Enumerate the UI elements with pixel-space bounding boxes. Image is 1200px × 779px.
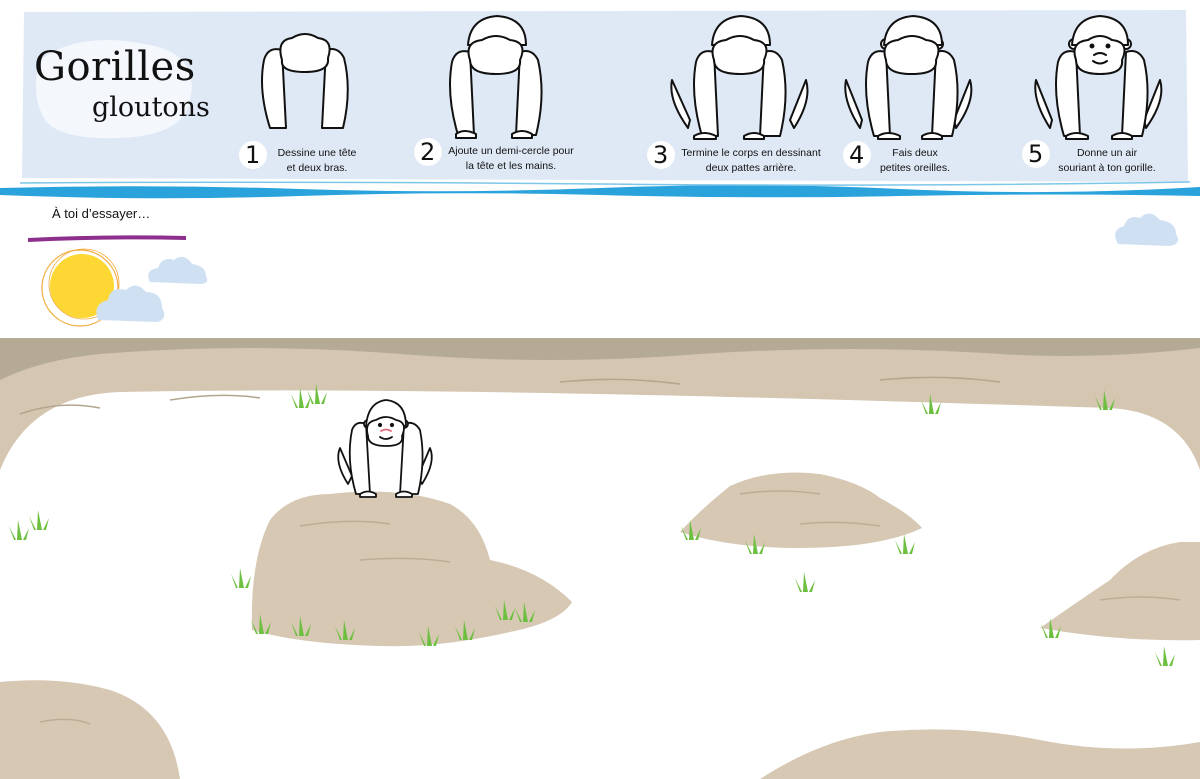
sun-icon [41,248,120,327]
step-1-gorilla-drawing [261,33,349,129]
step-2-text: Ajoute un demi-cercle pour la tête et le… [448,145,574,172]
gorilla-drawing [337,399,433,498]
rock [251,491,572,647]
step-5-gorilla-drawing [1034,15,1163,140]
step-1-text: Dessine une tête et deux bras. [277,147,357,174]
cloud-icon [1115,213,1178,246]
step-5-text: Donne un air souriant à ton gorille. [1058,147,1156,174]
rocks [0,472,1200,779]
step-2-number: 2 [420,138,436,166]
cloud-icon [148,256,208,284]
page-subtitle: gloutons [92,92,210,123]
ground [0,338,1200,470]
step-3-text: Termine le corps en dessinant deux patte… [681,147,821,174]
rock [680,472,922,548]
water-line [0,185,1200,199]
rock [1040,542,1200,641]
cloud-icon [96,285,165,322]
step-2-gorilla-drawing [449,15,543,139]
step-4-gorilla-drawing [844,15,973,140]
step-bubbles [239,138,1050,169]
step-3-number: 3 [653,141,669,169]
step-5-number: 5 [1028,140,1044,168]
grass-tuft-icon [9,384,1175,666]
page-title: Gorilles [34,44,196,90]
step-3-gorilla-drawing [670,15,809,140]
rock [0,680,180,779]
step-4-text: Fais deux petites oreilles. [879,147,951,174]
step-1-number: 1 [245,141,261,169]
step-4-number: 4 [849,141,865,169]
rock [760,729,1200,779]
prompt-underline [28,235,186,242]
practice-prompt: À toi d’essayer… [52,206,151,221]
